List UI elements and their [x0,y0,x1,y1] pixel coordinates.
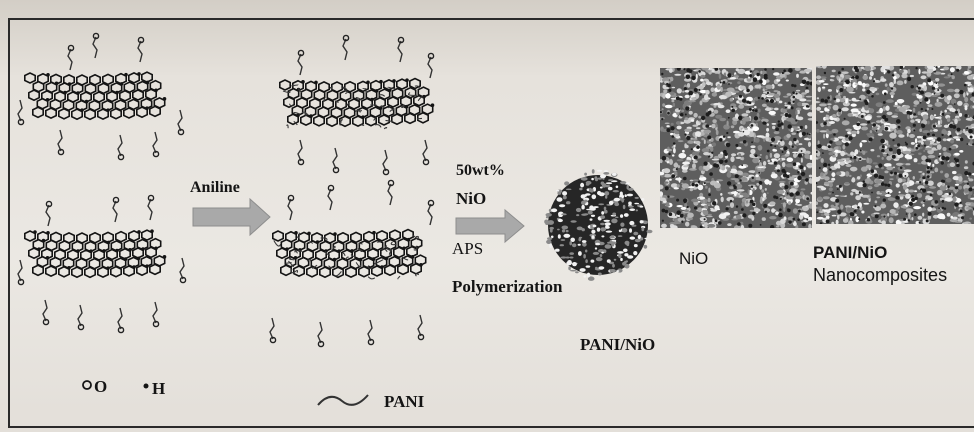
nio-reagent-label: NiO [456,190,486,207]
nio-sem-texture [660,68,812,228]
polymerization-label: Polymerization [452,278,562,295]
legend-oxygen-label: O [94,378,107,395]
pani-coated-sheets [270,35,434,346]
legend-symbols [83,381,368,405]
product-label: PANI/NiO [580,336,655,353]
aps-label: APS [452,240,483,257]
pani-nio-sphere [544,169,652,281]
arrow-polymerization [456,210,524,242]
composite-sem-image [816,66,974,224]
oxygen-symbol [83,381,91,389]
nio-loading-label: 50wt% [456,163,505,179]
nio-sem-image [660,68,812,228]
legend-pani-label: PANI [384,393,424,410]
nio-image-label: NiO [679,250,708,267]
pani-sheet-bottom [273,230,426,279]
go-sheet-bottom [25,229,167,277]
pani-sheet-top [280,78,435,128]
hydrogen-symbol [144,384,149,389]
graphene-oxide-sheets [18,33,186,332]
composite-label-line1: PANI/NiO [813,244,887,261]
composite-sem-texture [816,66,974,224]
go-sheet-top [25,72,167,119]
aniline-label: Aniline [190,180,240,196]
pani-chain-symbol [318,395,368,405]
legend-hydrogen-label: H [152,380,165,397]
composite-label-line2: Nanocomposites [813,266,947,284]
arrow-aniline [193,199,270,235]
